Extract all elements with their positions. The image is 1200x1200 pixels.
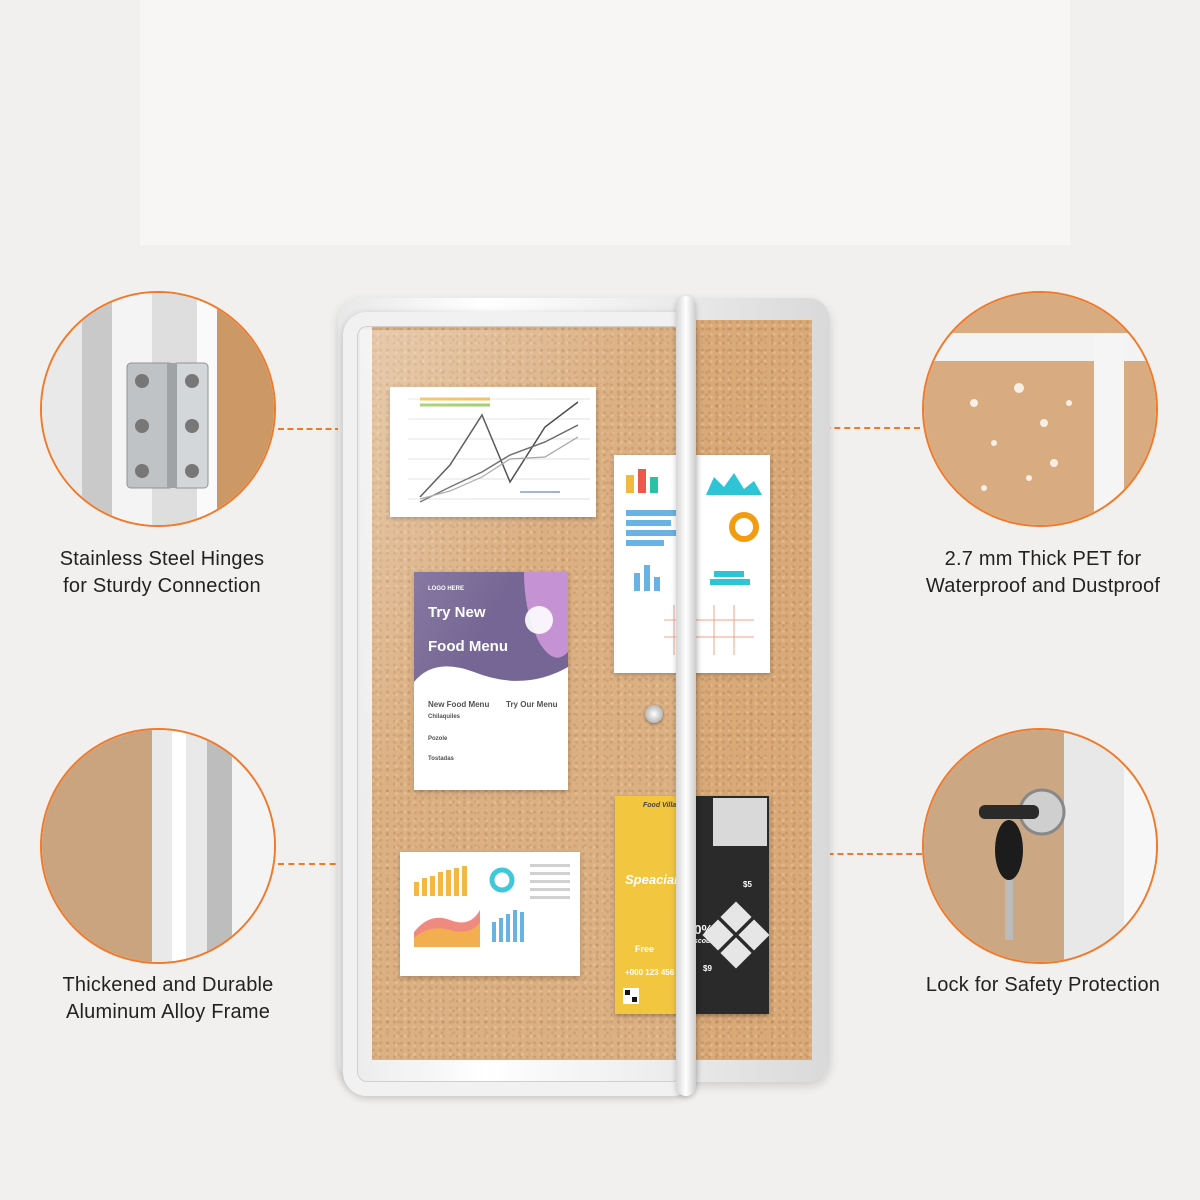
lock-detail-circle: [922, 728, 1158, 964]
top-background-band: [140, 0, 1070, 245]
food-flyer-price2: $9: [703, 964, 712, 973]
key-lock-icon: [924, 730, 1156, 962]
caption-lock: Lock for Safety Protection: [893, 972, 1193, 999]
food-menu-flyer: LOGO HERE Try New Food Menu New Food Men…: [414, 572, 568, 790]
connector-hinges: [278, 428, 360, 430]
caption-frame-line1: Thickened and Durable: [62, 974, 274, 996]
line-chart-paper: [390, 387, 596, 517]
dashboard-paper: [400, 852, 580, 976]
connector-frame: [278, 863, 346, 865]
caption-pet-line1: 2.7 mm Thick PET for: [944, 548, 1142, 570]
door-hinge-rod: [676, 296, 696, 1096]
caption-hinges-line2: for Sturdy Connection: [63, 575, 261, 597]
food-flyer-diamonds-graphic: [623, 798, 769, 1004]
flyer-column1-heading: New Food Menu: [428, 700, 490, 709]
frame-detail-circle: [40, 728, 276, 964]
aluminum-frame-icon: [42, 730, 274, 962]
caption-frame: Thickened and Durable Aluminum Alloy Fra…: [18, 972, 318, 1026]
glass-door-frame[interactable]: [343, 312, 696, 1096]
caption-hinges: Stainless Steel Hinges for Sturdy Connec…: [12, 546, 312, 600]
food-flyer-brand: Food Villa: [643, 802, 677, 809]
flyer-item3: Tostadas: [428, 756, 454, 762]
caption-pet-line2: Waterproof and Dustproof: [925, 575, 1161, 597]
caption-hinges-line1: Stainless Steel Hinges: [59, 548, 265, 570]
food-flyer-discount-label: Discount: [687, 938, 717, 945]
flyer-title-line1: Try New: [428, 604, 486, 621]
food-flyer-line1: Delicious: [625, 858, 670, 869]
food-flyer-delivery: Home Delivery: [627, 955, 676, 962]
flyer-item2: Pozole: [428, 736, 448, 742]
caption-lock-line1: Lock for Safety Protection: [925, 974, 1161, 996]
flyer-logo: LOGO HERE: [428, 586, 465, 592]
water-drop-icon: [924, 293, 1156, 525]
flyer-header-graphic: [414, 572, 568, 682]
caption-pet: 2.7 mm Thick PET for Waterproof and Dust…: [893, 546, 1193, 600]
dashboard-graphic: [414, 864, 570, 947]
hinge-icon: [42, 293, 274, 525]
flyer-title-line2: Food Menu: [428, 638, 508, 655]
food-flyer-price1: $5: [743, 880, 752, 889]
food-flyer-line2: Speacial: [625, 872, 678, 887]
food-flyer-yellow-band: [615, 796, 685, 1014]
food-flyer-phone: +000 123 456: [625, 968, 675, 977]
pet-detail-circle: [922, 291, 1158, 527]
lock-knob-icon[interactable]: [645, 705, 663, 723]
line-chart-graphic: [408, 397, 590, 503]
flyer-column2-heading: Try Our Menu: [506, 700, 558, 709]
hinge-detail-circle: [40, 291, 276, 527]
caption-frame-line2: Aluminum Alloy Frame: [65, 1001, 271, 1023]
flyer-item1: Chilaquiles: [428, 714, 461, 720]
food-flyer-line3: Food: [625, 888, 684, 915]
food-flyer-free: Free: [635, 944, 655, 954]
